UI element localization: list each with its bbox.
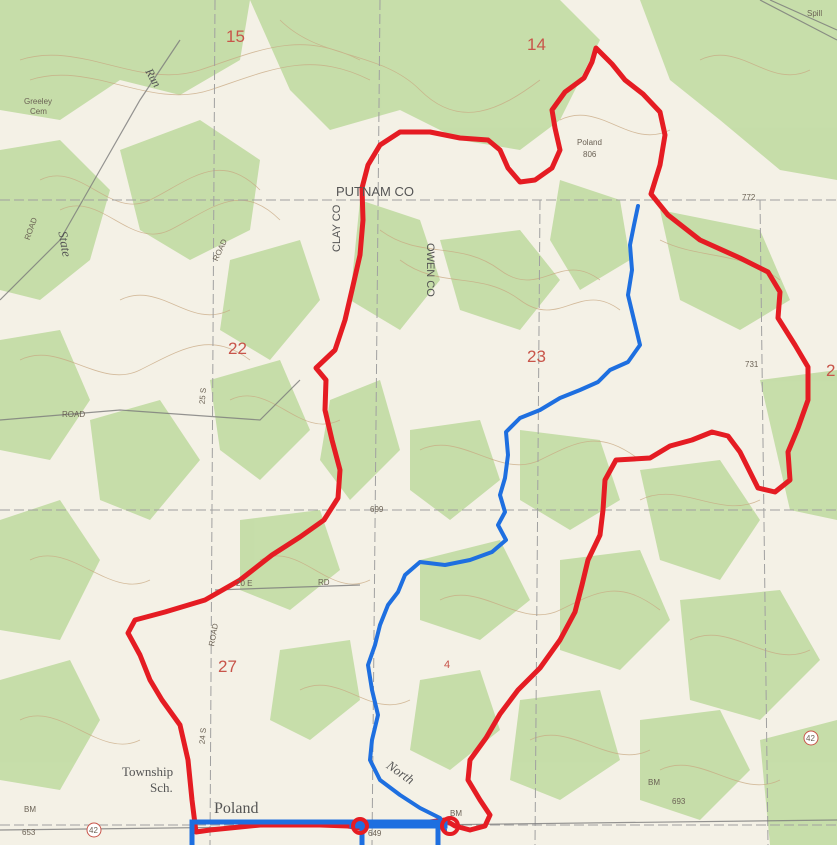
section-4: 4 (444, 659, 450, 671)
section-14: 14 (527, 35, 546, 54)
label-owen-co: OWEN CO (424, 243, 436, 297)
label-township: Township (122, 764, 173, 779)
label-sch: Sch. (150, 780, 173, 795)
label-spill: Spill (807, 9, 822, 18)
section-15: 15 (226, 27, 245, 46)
label-putnam-co: PUTNAM CO (336, 184, 414, 199)
label-bm-center: BM (450, 809, 462, 818)
outlet-marker-2 (351, 817, 369, 835)
label-elev-693: 693 (672, 797, 686, 806)
route-label-42a: 42 (89, 826, 98, 835)
stream-line (366, 204, 642, 832)
label-greeley: Greeley (24, 97, 52, 106)
label-clay-co: CLAY CO (331, 204, 343, 252)
label-state-run: State (55, 230, 74, 258)
outlet-marker (440, 816, 460, 836)
label-elev-653: 653 (22, 828, 36, 837)
label-bm-left: BM (24, 805, 36, 814)
label-rd: RD (318, 578, 330, 587)
label-cem: Cem (30, 107, 47, 116)
section-23: 23 (527, 347, 546, 366)
route-label-42b: 42 (806, 734, 815, 743)
label-poland: Poland (214, 800, 258, 817)
label-elev-699: 699 (370, 505, 384, 514)
section-27: 27 (218, 657, 237, 676)
label-bm-right: BM (648, 778, 660, 787)
route-shield-42a (86, 822, 102, 838)
section-2: 2 (826, 361, 835, 380)
contour-lines (19, 19, 811, 786)
label-poland-small: Poland (577, 138, 602, 147)
label-road-mid: ROAD (62, 410, 85, 419)
label-elev-806: 806 (583, 150, 597, 159)
section-22: 22 (228, 339, 247, 358)
label-elev-731: 731 (745, 360, 759, 369)
route-shield-42b (803, 730, 819, 746)
label-elev-772: 772 (742, 193, 756, 202)
label-road-20e: 20 E (236, 579, 252, 588)
label-elev-25s: 25 S (198, 387, 208, 404)
label-elev-24s: 24 S (198, 727, 208, 744)
label-road-vert: ROAD (207, 622, 220, 647)
label-elev-649: 649 (368, 829, 382, 838)
